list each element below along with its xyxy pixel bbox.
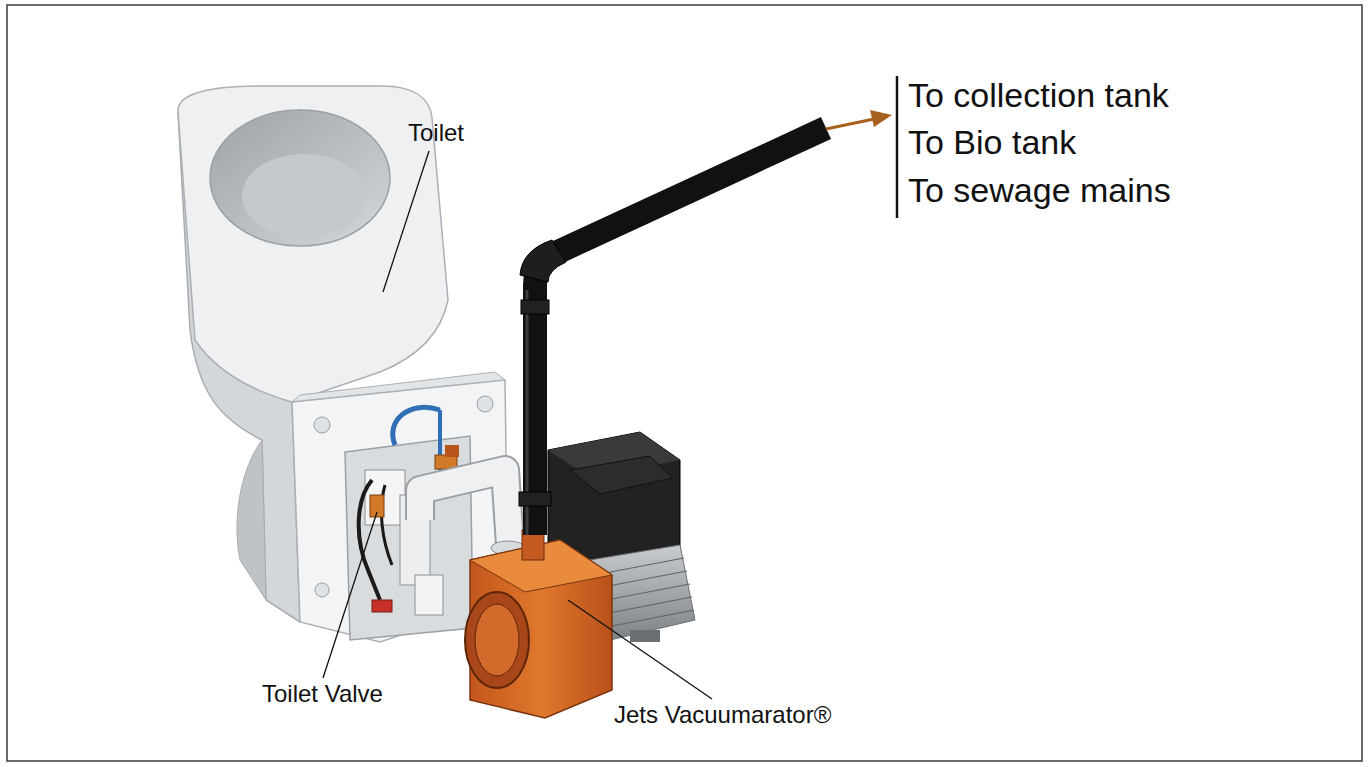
- bracket-bar: [896, 76, 899, 218]
- toilet-drawing-part: [242, 154, 366, 238]
- white-pipe-part: [420, 470, 510, 545]
- vacuumarator-unit-part: [570, 456, 672, 494]
- valve-parts-part: [415, 575, 443, 615]
- vacuumarator-unit-part-part: [607, 610, 694, 627]
- vacuumarator-unit: [465, 432, 695, 718]
- flow-arrow-part: [870, 110, 892, 127]
- flow-arrow: [826, 110, 892, 129]
- outlet-pipe-part: [519, 492, 551, 506]
- outlet-pipe-part: [535, 128, 826, 535]
- vacuumarator-unit-part-part: [601, 584, 690, 601]
- destination-label: To collection tank: [908, 75, 1169, 116]
- vacuumarator-unit-part: [630, 630, 660, 642]
- frame-border: [7, 5, 1362, 761]
- outlet-pipe-part: [520, 240, 566, 282]
- white-pipe-part: [420, 470, 510, 545]
- outlet-pipe: [519, 128, 826, 535]
- destination-label: To sewage mains: [908, 170, 1171, 211]
- vacuumarator-unit-part: [470, 540, 612, 718]
- valve-parts-part: [445, 445, 459, 457]
- toilet-drawing: [178, 86, 508, 642]
- part-label: Jets Vacuumarator®: [614, 701, 831, 730]
- toilet-drawing-part: [477, 396, 493, 412]
- leader-lines-part: [383, 151, 429, 292]
- toilet-drawing-part: [178, 86, 448, 402]
- white-pipe: [420, 470, 525, 555]
- toilet-drawing-part: [345, 436, 473, 640]
- outlet-pipe-part: [521, 300, 549, 314]
- flow-arrow-part: [826, 119, 874, 129]
- toilet-drawing-part: [237, 440, 266, 600]
- destination-label: To Bio tank: [908, 122, 1076, 163]
- toilet-drawing-part: [315, 583, 329, 597]
- leader-lines: [323, 151, 712, 699]
- toilet-drawing-part: [210, 110, 390, 246]
- valve-parts-part: [393, 407, 440, 445]
- vacuumarator-unit-part: [465, 592, 529, 688]
- part-label: Toilet Valve: [262, 680, 383, 709]
- vacuumarator-unit-part: [475, 604, 519, 676]
- leader-lines-part: [323, 512, 377, 678]
- leader-lines-part: [568, 600, 712, 699]
- valve-parts-part: [365, 470, 405, 525]
- vacuumarator-unit-part-part: [604, 597, 692, 614]
- toilet-drawing-part: [314, 417, 330, 433]
- part-label: Toilet: [408, 119, 464, 148]
- valve-parts-part: [372, 600, 392, 612]
